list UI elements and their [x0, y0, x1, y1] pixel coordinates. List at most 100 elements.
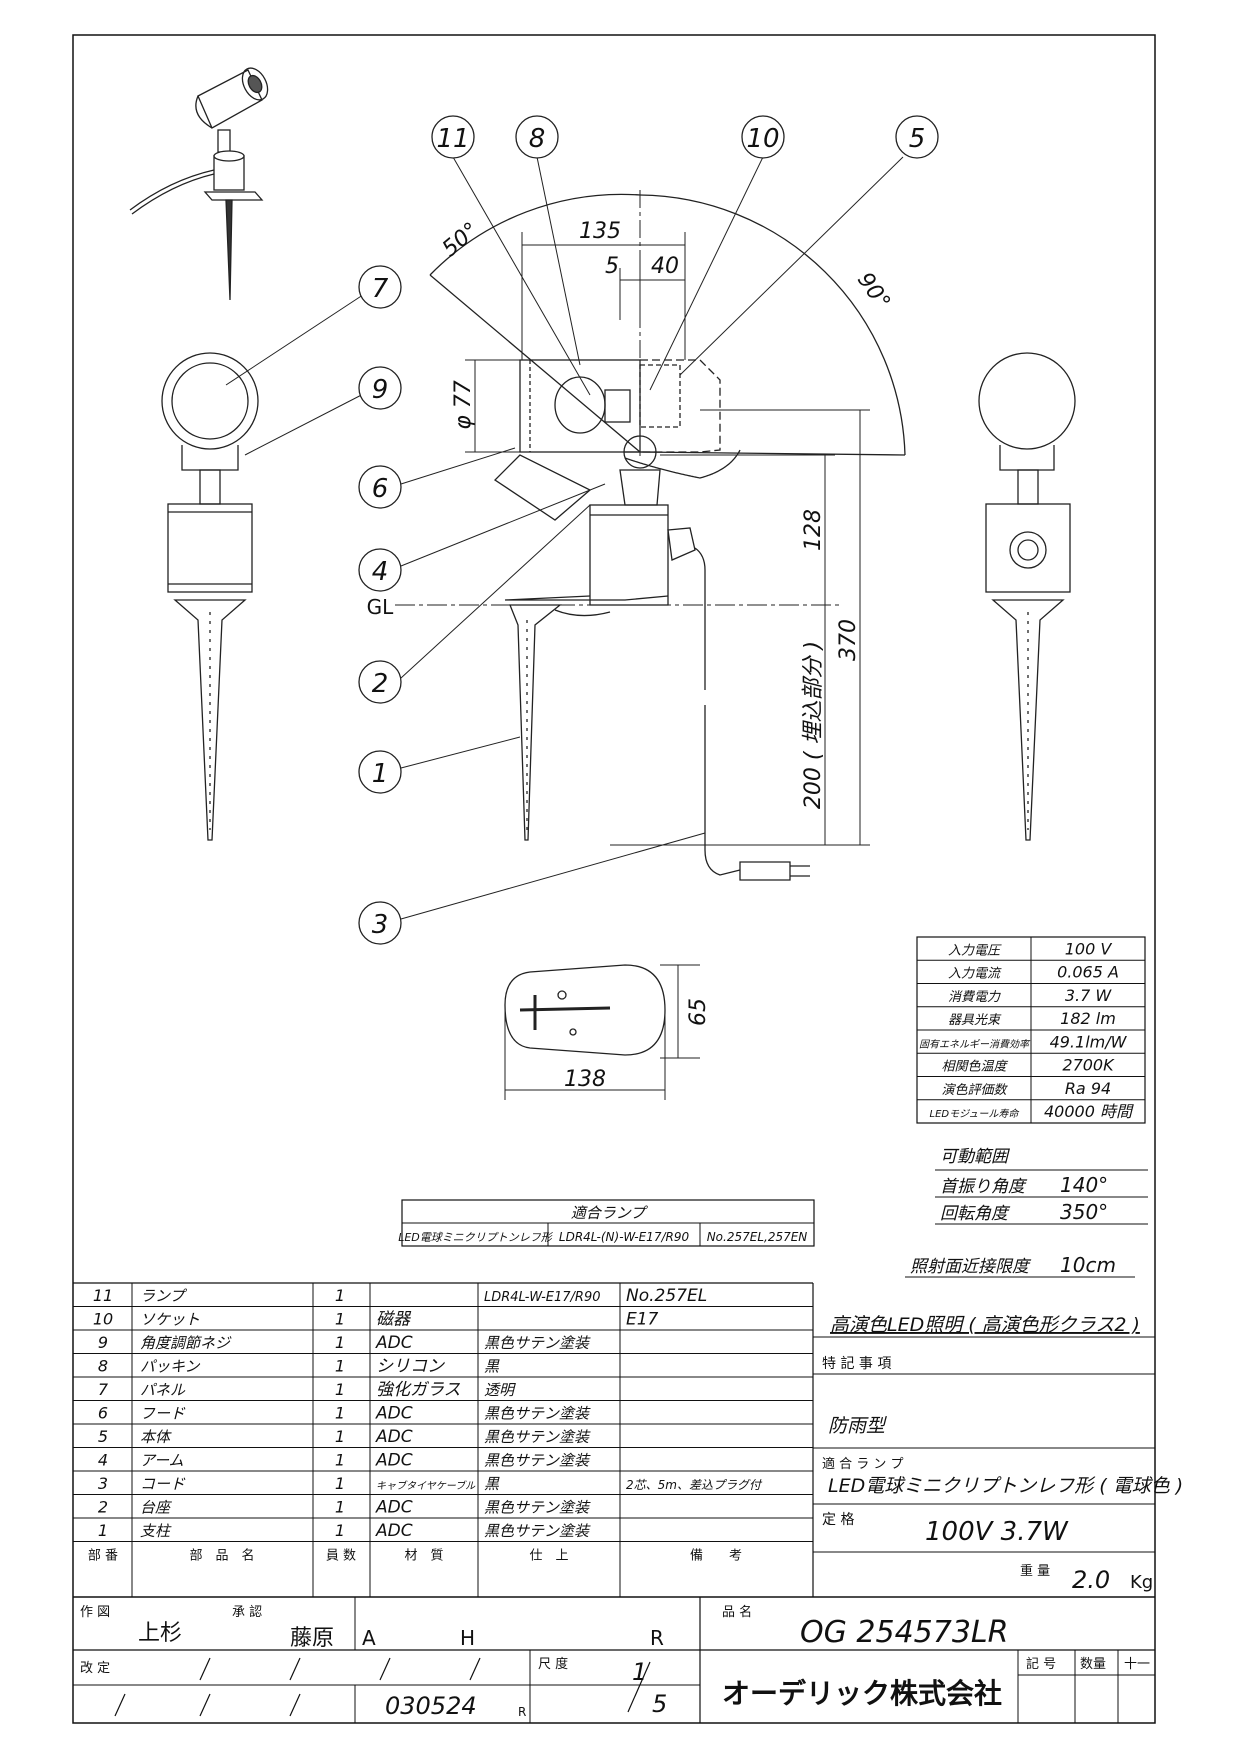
parts-header-cell: 材 質 — [404, 1549, 443, 1564]
parts-cell-finish: 黒色サテン塗装 — [484, 1334, 591, 1352]
parts-cell-material: ADC — [375, 1451, 413, 1471]
product-number: OG 254573LR — [800, 1615, 1008, 1650]
parts-cell-material: 磁器 — [376, 1310, 412, 1330]
parts-cell-material: ADC — [375, 1498, 413, 1518]
spec-value: Ra 94 — [1065, 1079, 1111, 1098]
balloon-group: 11 8 10 5 7 9 6 4 2 1 3 — [358, 115, 939, 945]
proximity-label: 照射面近接限度 — [910, 1257, 1032, 1277]
parts-cell-no: 7 — [98, 1380, 109, 1399]
ground-level-label: GL — [367, 595, 394, 619]
parts-cell-finish: 黒色サテン塗装 — [484, 1452, 591, 1470]
spec-value: 3.7 W — [1065, 986, 1113, 1005]
dim-370: 370 — [836, 619, 861, 661]
parts-cell-finish: 黒色サテン塗装 — [484, 1522, 591, 1540]
plan-view — [504, 964, 666, 1056]
parts-cell-qty: 1 — [335, 1427, 345, 1446]
swing-value: 140° — [1060, 1173, 1108, 1197]
spec-value: 40000 時間 — [1044, 1102, 1134, 1121]
parts-cell-note: 2芯、5m、差込プラグ付 — [626, 1478, 763, 1492]
drawn-by: 上杉 — [138, 1621, 182, 1646]
spec-label: 演色評価数 — [941, 1083, 1008, 1098]
leader-lines — [225, 156, 904, 920]
lamp-table: 適合ランプ LED電球ミニクリプトンレフ形 LDR4L-(N)-W-E17/R9… — [398, 1199, 815, 1247]
spec-label: 消費電力 — [948, 990, 1001, 1005]
grade-h: H — [460, 1626, 475, 1650]
parts-cell-finish: 黒 — [484, 1475, 500, 1493]
parts-cell-no: 4 — [98, 1451, 108, 1470]
parts-cell-qty: 1 — [335, 1451, 345, 1470]
approved-by: 藤原 — [290, 1626, 334, 1651]
parts-cell-finish: 黒色サテン塗装 — [484, 1405, 591, 1423]
parts-cell-no: 3 — [98, 1474, 108, 1493]
parts-cell-finish: 黒 — [484, 1358, 500, 1376]
lamp-table-cell: LED電球ミニクリプトンレフ形 — [398, 1231, 554, 1244]
parts-cell-name: パネル — [140, 1381, 186, 1399]
balloon-circle — [358, 366, 402, 410]
approved-label: 承 認 — [232, 1604, 262, 1620]
weight-label: 重 量 — [1020, 1563, 1050, 1579]
rating-label: 定 格 — [822, 1512, 854, 1528]
parts-cell-finish: 黒色サテン塗装 — [484, 1428, 591, 1446]
parts-header-cell: 仕 上 — [529, 1549, 568, 1564]
rotation-value: 350° — [1060, 1200, 1108, 1224]
dim-200: 200 ( 埋込部分 ) — [801, 641, 826, 809]
spec-label: 相関色温度 — [941, 1060, 1008, 1075]
parts-cell-qty: 1 — [335, 1380, 345, 1399]
date-suffix: R — [518, 1705, 526, 1719]
lamp-table-title: 適合ランプ — [571, 1204, 649, 1222]
revision-slashes — [114, 1657, 481, 1717]
parts-cell-finish: 黒色サテン塗装 — [484, 1499, 591, 1517]
parts-cell-material: ADC — [375, 1521, 413, 1541]
balloon-circle — [358, 465, 402, 509]
balloon-label: 3 — [372, 910, 389, 940]
spec-value: 2700K — [1062, 1056, 1115, 1075]
parts-cell-name: 台座 — [140, 1499, 172, 1517]
balloon-circle — [515, 115, 559, 159]
features-title: 特 記 事 項 — [822, 1355, 891, 1372]
parts-cell-note: E17 — [626, 1310, 659, 1330]
parts-cell-material: ADC — [375, 1333, 413, 1353]
parts-cell-name: パッキン — [140, 1358, 201, 1376]
balloon-label: 10 — [746, 124, 779, 154]
isometric-view — [129, 67, 269, 301]
swing-label: 首振り角度 — [940, 1177, 1028, 1197]
spec-label: 器具光束 — [948, 1013, 1002, 1028]
parts-cell-material: ADC — [375, 1427, 413, 1447]
parts-cell-qty: 1 — [335, 1521, 345, 1540]
proximity-value: 10cm — [1060, 1253, 1116, 1277]
parts-cell-name: 本体 — [140, 1428, 172, 1446]
balloon-label: 8 — [529, 124, 546, 154]
parts-cell-qty: 1 — [335, 1357, 345, 1376]
balloon-label: 5 — [909, 124, 926, 154]
parts-cell-qty: 1 — [335, 1310, 345, 1329]
revision-label: 改 定 — [80, 1661, 110, 1676]
parts-cell-no: 6 — [98, 1404, 108, 1423]
spec-label: LEDモジュール寿命 — [930, 1108, 1021, 1120]
dimension-texts: 135 5 40 φ 77 50° 90° 128 370 200 ( 埋込部分… — [367, 218, 895, 1092]
parts-cell-name: フード — [140, 1405, 186, 1423]
scale-label: 尺 度 — [538, 1656, 568, 1672]
weight-unit: Kg — [1130, 1572, 1153, 1593]
balloon-circle — [358, 265, 402, 309]
balloon-circle — [358, 901, 402, 945]
balloon-label: 7 — [372, 274, 389, 304]
dim-65: 65 — [686, 998, 711, 1026]
scale-numerator: 1 — [632, 1658, 647, 1686]
parts-header-cell: 部 品 名 — [189, 1548, 254, 1564]
parts-cell-qty: 1 — [335, 1286, 345, 1305]
spec-value: 0.065 A — [1057, 963, 1119, 982]
dimension-lines — [395, 232, 870, 1100]
spec-value: 49.1lm/W — [1050, 1032, 1128, 1051]
balloon-label: 2 — [372, 669, 389, 699]
balloon-circle — [741, 115, 785, 159]
dim-135: 135 — [579, 219, 621, 244]
parts-cell-name: 角度調節ネジ — [140, 1334, 232, 1352]
parts-cell-no: 5 — [98, 1427, 108, 1446]
parts-cell-material: シリコン — [376, 1357, 445, 1377]
lamp-value: LED電球ミニクリプトンレフ形 ( 電球色 ) — [828, 1475, 1183, 1497]
parts-cell-finish: LDR4L-W-E17/R90 — [484, 1290, 601, 1305]
balloon-circle — [431, 115, 475, 159]
